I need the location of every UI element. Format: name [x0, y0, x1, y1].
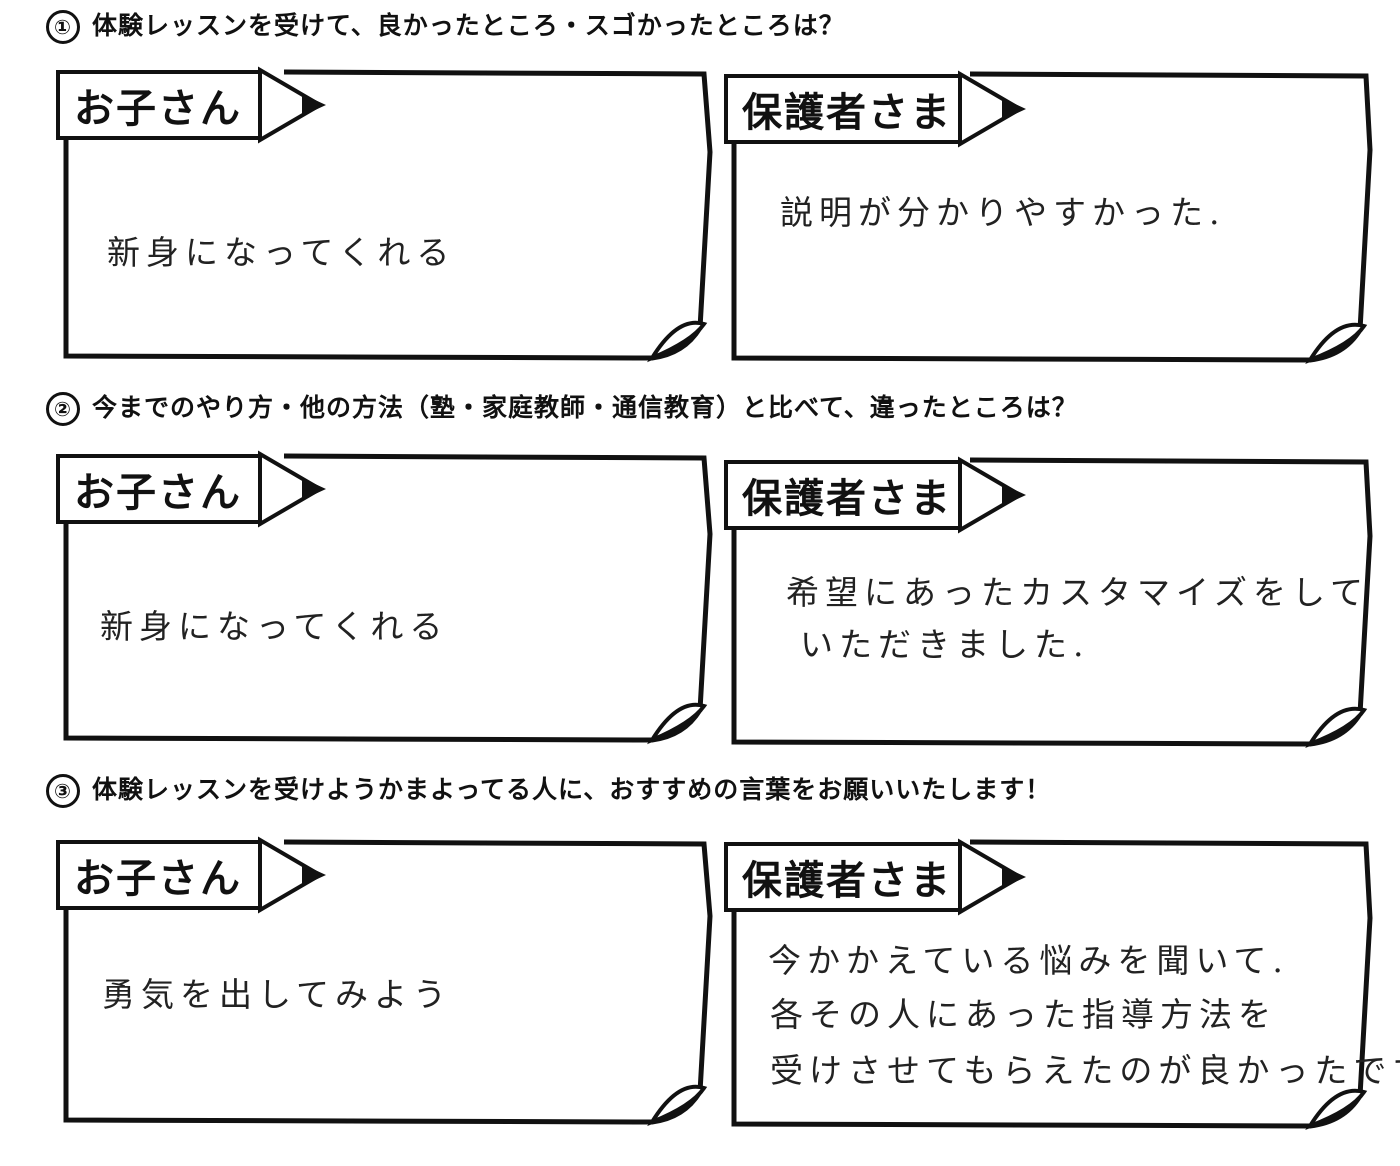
- pencil-tip-icon: [258, 66, 326, 144]
- note-paper-frame: [731, 457, 1373, 748]
- parent-label-tag: 保護者さま: [724, 460, 964, 530]
- question-number: ①: [46, 10, 80, 44]
- parent-label: 保護者さま: [742, 858, 952, 904]
- child-label: お子さん: [74, 856, 242, 902]
- child-label-tag: お子さん: [56, 70, 264, 140]
- parent-answer-line-3: 受けさせてもらえたのが良かったです.: [770, 1051, 1400, 1090]
- parent-label: 保護者さま: [742, 90, 952, 136]
- question-text: 今までのやり方・他の方法（塾・家庭教師・通信教育）と比べて、違ったところは？: [92, 393, 1078, 422]
- pencil-tip-icon: [958, 70, 1026, 148]
- pencil-tip-icon: [958, 838, 1026, 916]
- child-answer-line-1: 新身になってくれる: [100, 607, 449, 646]
- note-paper-frame: [63, 453, 713, 745]
- child-label-tag: お子さん: [56, 840, 264, 910]
- parent-answer-line-2: いただきました.: [800, 625, 1090, 664]
- child-label: お子さん: [74, 86, 242, 132]
- parent-answer-line-1: 希望にあったカスタマイズをして: [786, 573, 1370, 612]
- child-label-tag: お子さん: [56, 454, 264, 524]
- parent-label-tag: 保護者さま: [724, 74, 964, 144]
- question-1: ① 体験レッスンを受けて、良かったところ・スゴかったところは？: [46, 6, 845, 44]
- pencil-tip-icon: [958, 456, 1026, 534]
- parent-label: 保護者さま: [742, 476, 952, 522]
- child-label: お子さん: [74, 470, 242, 516]
- child-answer-line-1: 新身になってくれる: [107, 233, 456, 272]
- question-text: 体験レッスンを受けようかまよってる人に、おすすめの言葉をお願いいたします！: [92, 775, 1052, 804]
- note-paper-frame: [731, 839, 1373, 1130]
- pencil-tip-icon: [258, 450, 326, 528]
- parent-label-tag: 保護者さま: [724, 842, 964, 912]
- question-text: 体験レッスンを受けて、良かったところ・スゴかったところは？: [92, 11, 845, 40]
- question-3: ③ 体験レッスンを受けようかまよってる人に、おすすめの言葉をお願いいたします！: [46, 770, 1051, 808]
- question-number: ②: [46, 392, 80, 426]
- note-paper-frame: [63, 839, 713, 1127]
- pencil-tip-icon: [258, 836, 326, 914]
- question-number: ③: [46, 774, 80, 808]
- note-paper-frame: [731, 71, 1373, 364]
- question-2: ② 今までのやり方・他の方法（塾・家庭教師・通信教育）と比べて、違ったところは？: [46, 388, 1078, 426]
- note-paper-frame: [63, 69, 713, 363]
- parent-answer-line-2: 各その人にあった指導方法を: [770, 995, 1277, 1034]
- parent-answer-line-1: 今かかえている悩みを聞いて.: [768, 941, 1289, 980]
- parent-answer-line-1: 説明が分かりやすかった.: [780, 193, 1226, 232]
- child-answer-line-1: 勇気を出してみよう: [102, 975, 453, 1014]
